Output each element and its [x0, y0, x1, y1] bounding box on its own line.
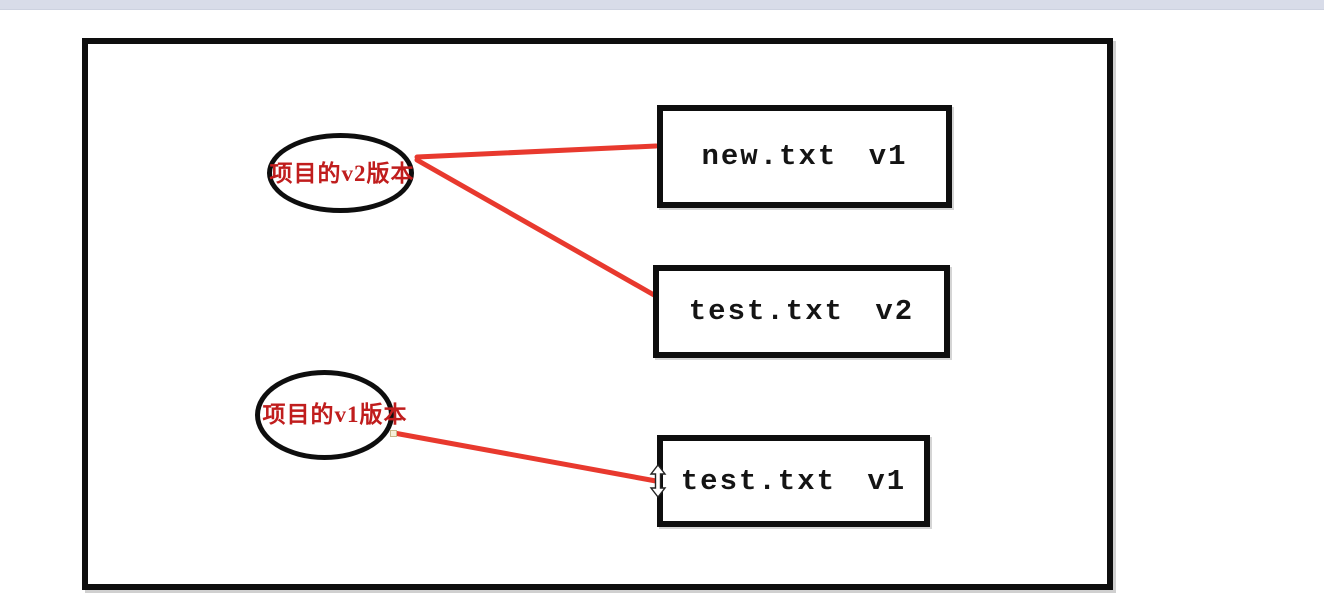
diagram-outer-frame: [82, 38, 1113, 590]
file-node-new-txt-v1-label: new.txt v1: [701, 140, 908, 173]
version-node-v1-ellipse[interactable]: [255, 370, 394, 460]
connector-v1-to-test-v1[interactable]: [391, 430, 659, 484]
file-node-test-txt-v1[interactable]: test.txt v1: [657, 435, 930, 527]
connector-v2-to-test-v2[interactable]: [414, 157, 657, 298]
file-node-test-txt-v1-label: test.txt v1: [680, 464, 907, 498]
file-node-test-txt-v2-label: test.txt v2: [688, 295, 915, 328]
version-node-v2-ellipse[interactable]: [267, 133, 414, 213]
version-node-v2-label: 项目的v2版本: [269, 161, 415, 186]
window-top-bar: [0, 0, 1324, 10]
connector-anchor-handle[interactable]: [390, 430, 397, 437]
version-node-v1-label: 项目的v1版本: [262, 402, 408, 427]
connector-v2-to-new-v1[interactable]: [414, 143, 659, 160]
file-node-test-txt-v2[interactable]: test.txt v2: [653, 265, 950, 358]
file-node-new-txt-v1[interactable]: new.txt v1: [657, 105, 952, 208]
